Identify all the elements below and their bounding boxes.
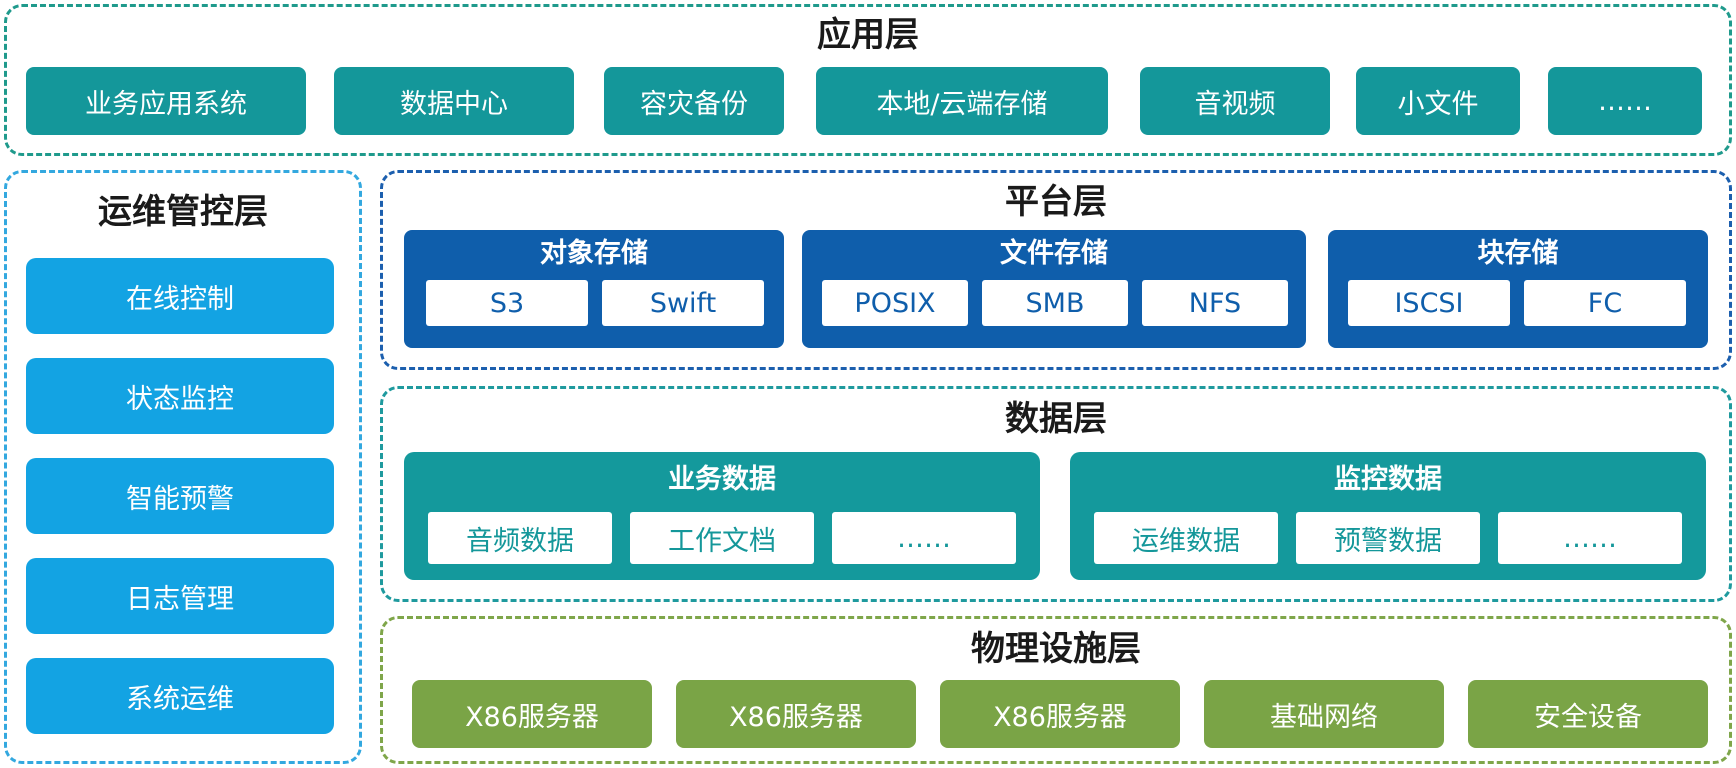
physical-item-x86-server-1: X86服务器 xyxy=(412,680,652,748)
platform-chip-iscsi: ISCSI xyxy=(1348,280,1510,326)
data-group-business: 业务数据 音频数据 工作文档 …… xyxy=(404,452,1040,580)
physical-item-base-network: 基础网络 xyxy=(1204,680,1444,748)
platform-chip-fc: FC xyxy=(1524,280,1686,326)
application-layer-title: 应用层 xyxy=(817,15,919,55)
physical-item-x86-server-3: X86服务器 xyxy=(940,680,1180,748)
platform-group-object-storage: 对象存储 S3 Swift xyxy=(404,230,784,348)
ops-item-online-control: 在线控制 xyxy=(26,258,334,334)
physical-layer-frame xyxy=(380,616,1732,764)
ops-item-log-management: 日志管理 xyxy=(26,558,334,634)
physical-item-security-device: 安全设备 xyxy=(1468,680,1708,748)
ops-layer-title: 运维管控层 xyxy=(98,192,268,232)
platform-chip-smb: SMB xyxy=(982,280,1128,326)
ops-item-status-monitoring: 状态监控 xyxy=(26,358,334,434)
group-title: 块存储 xyxy=(1477,238,1559,269)
data-chip-alert: 预警数据 xyxy=(1296,512,1480,564)
data-chip-audio: 音频数据 xyxy=(428,512,612,564)
platform-chip-s3: S3 xyxy=(426,280,588,326)
platform-chip-posix: POSIX xyxy=(822,280,968,326)
group-title: 文件存储 xyxy=(1000,238,1108,269)
ops-layer-frame xyxy=(4,170,362,764)
ops-item-system-ops: 系统运维 xyxy=(26,658,334,734)
data-layer-title: 数据层 xyxy=(1005,399,1107,439)
data-layer-frame xyxy=(380,386,1732,602)
platform-group-file-storage: 文件存储 POSIX SMB NFS xyxy=(802,230,1306,348)
app-item-business-system: 业务应用系统 xyxy=(26,67,306,135)
platform-layer-title: 平台层 xyxy=(1005,182,1107,222)
platform-group-block-storage: 块存储 ISCSI FC xyxy=(1328,230,1708,348)
app-item-disaster-backup: 容灾备份 xyxy=(604,67,784,135)
ops-item-smart-alert: 智能预警 xyxy=(26,458,334,534)
app-item-audio-video: 音视频 xyxy=(1140,67,1330,135)
physical-item-x86-server-2: X86服务器 xyxy=(676,680,916,748)
app-item-local-cloud-storage: 本地/云端存储 xyxy=(816,67,1108,135)
group-title: 监控数据 xyxy=(1334,464,1442,495)
platform-chip-swift: Swift xyxy=(602,280,764,326)
data-chip-more: …… xyxy=(1498,512,1682,564)
data-chip-work-docs: 工作文档 xyxy=(630,512,814,564)
group-title: 对象存储 xyxy=(540,238,648,269)
platform-layer-frame xyxy=(380,170,1732,370)
application-layer-frame xyxy=(4,4,1732,156)
physical-layer-title: 物理设施层 xyxy=(971,629,1141,669)
platform-chip-nfs: NFS xyxy=(1142,280,1288,326)
group-title: 业务数据 xyxy=(668,464,776,495)
app-item-small-files: 小文件 xyxy=(1356,67,1520,135)
app-item-data-center: 数据中心 xyxy=(334,67,574,135)
data-chip-more: …… xyxy=(832,512,1016,564)
data-chip-ops: 运维数据 xyxy=(1094,512,1278,564)
data-group-monitoring: 监控数据 运维数据 预警数据 …… xyxy=(1070,452,1706,580)
app-item-more: …… xyxy=(1548,67,1702,135)
